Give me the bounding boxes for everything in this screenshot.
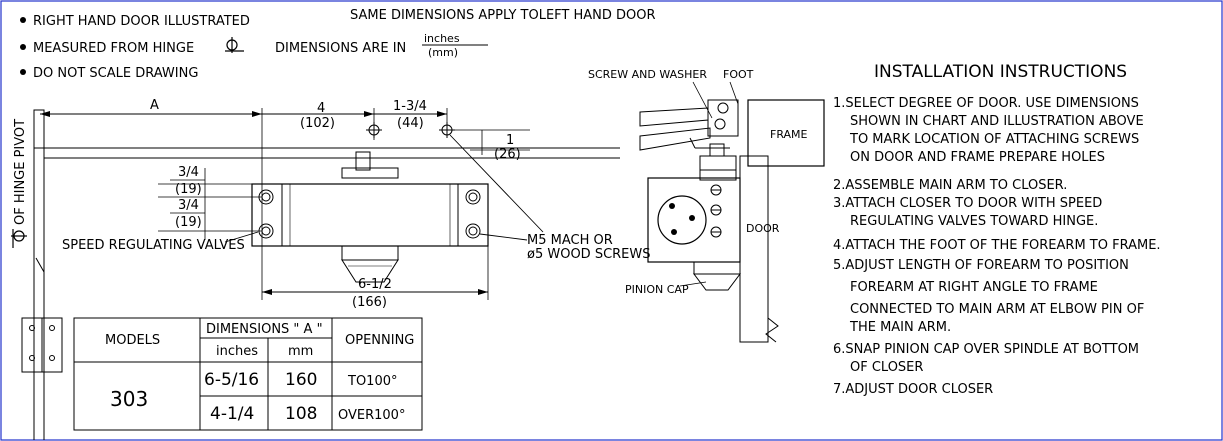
instructions-title: INSTALLATION INSTRUCTIONS [874,62,1127,82]
dim-3-4-bottom: 3/4 [178,198,199,213]
speed-valves-label: SPEED REGULATING VALVES [62,238,245,253]
dim-26: (26) [494,147,521,162]
hinge-icon [21,317,63,373]
dim-102: (102) [300,116,335,131]
dimensions-table: MODELS DIMENSIONS " A " inches mm OPENNI… [73,317,423,431]
screw-hole-icon [366,122,382,138]
instruction-line: 5.ADJUST LENGTH OF FOREARM TO POSITION [833,258,1129,273]
instruction-line: CONNECTED TO MAIN ARM AT ELBOW PIN OF [850,302,1144,317]
instruction-line: TO MARK LOCATION OF ATTACHING SCREWS [849,132,1139,147]
dim-3-4-top: 3/4 [178,165,199,180]
unit-inches: inches [424,32,460,45]
instruction-line: 3.ATTACH CLOSER TO DOOR WITH SPEED [833,196,1102,211]
closer-side-view: SCREW AND WASHER FOOT FRAME DOOR [588,68,825,343]
frame-box [747,99,825,167]
note-dims-in: DIMENSIONS ARE IN [275,41,406,56]
screw-washer-label: SCREW AND WASHER [588,68,707,81]
instruction-line: 6.SNAP PINION CAP OVER SPINDLE AT BOTTOM [833,342,1139,357]
screw-icon [710,184,722,238]
header-openning: OPENNING [345,333,414,348]
dim-4: 4 [317,101,325,116]
dim-1-3-4: 1-3/4 [393,99,427,114]
bullet-icon [20,44,26,50]
bullet-icon [20,69,26,75]
foot-label: FOOT [723,68,754,81]
header-dimensions: DIMENSIONS " A " [206,322,323,337]
instruction-line: FOREARM AT RIGHT ANGLE TO FRAME [850,280,1098,295]
instruction-line: ON DOOR AND FRAME PREPARE HOLES [850,150,1105,165]
note-same-dims: SAME DIMENSIONS APPLY TOLEFT HAND DOOR [350,8,656,23]
header-inches: inches [216,344,258,359]
centerline-symbol-icon [225,37,244,53]
instruction-line: 4.ATTACH THE FOOT OF THE FOREARM TO FRAM… [833,238,1161,253]
closer-body [251,183,489,247]
centerline-symbol-icon [11,229,27,248]
closer-front-view: OF HINGE PIVOT A 4 (102) [11,98,651,440]
dim-1: 1 [506,133,514,148]
table-row-open: OVER100° [338,408,405,423]
table-row-inches: 6-5/16 [204,370,259,390]
table-row-inches: 4-1/4 [210,404,254,424]
general-notes: RIGHT HAND DOOR ILLUSTRATED SAME DIMENSI… [20,8,656,81]
instruction-line: 2.ASSEMBLE MAIN ARM TO CLOSER. [833,178,1067,193]
model-number: 303 [110,387,148,411]
door-label: DOOR [746,222,780,235]
header-models: MODELS [105,333,160,348]
note-no-scale: DO NOT SCALE DRAWING [33,66,198,81]
m5-label-1: M5 MACH OR [527,233,613,248]
dim-166: (166) [352,295,387,310]
dim-19-top: (19) [175,182,202,197]
note-right-hand: RIGHT HAND DOOR ILLUSTRATED [33,14,250,29]
hinge-pivot-label: OF HINGE PIVOT [13,119,28,225]
valve-screw-icon [258,189,481,239]
table-row-open: TO100° [347,374,398,389]
installation-instructions: INSTALLATION INSTRUCTIONS 1.SELECT DEGRE… [833,62,1161,397]
m5-label-2: ø5 WOOD SCREWS [527,247,651,262]
instruction-line: THE MAIN ARM. [849,320,951,335]
pinion-cap-label: PINION CAP [625,283,689,296]
unit-mm: (mm) [428,46,458,59]
note-measured: MEASURED FROM HINGE [33,41,194,56]
instruction-line: 7.ADJUST DOOR CLOSER [833,382,993,397]
bullet-icon [20,17,26,23]
dim-44: (44) [397,116,424,131]
instruction-line: REGULATING VALVES TOWARD HINGE. [850,214,1098,229]
screw-hole-icon [439,122,455,138]
dim-6-1-2: 6-1/2 [358,277,392,292]
frame-label: FRAME [770,128,808,141]
dim-a: A [150,98,159,113]
header-mm: mm [288,344,313,359]
instruction-line: SHOWN IN CHART AND ILLUSTRATION ABOVE [850,114,1144,129]
instruction-line: OF CLOSER [850,360,923,375]
instruction-line: 1.SELECT DEGREE OF DOOR. USE DIMENSIONS [833,96,1139,111]
table-row-mm: 108 [285,404,317,424]
dim-19-bottom: (19) [175,215,202,230]
table-row-mm: 160 [285,370,317,390]
